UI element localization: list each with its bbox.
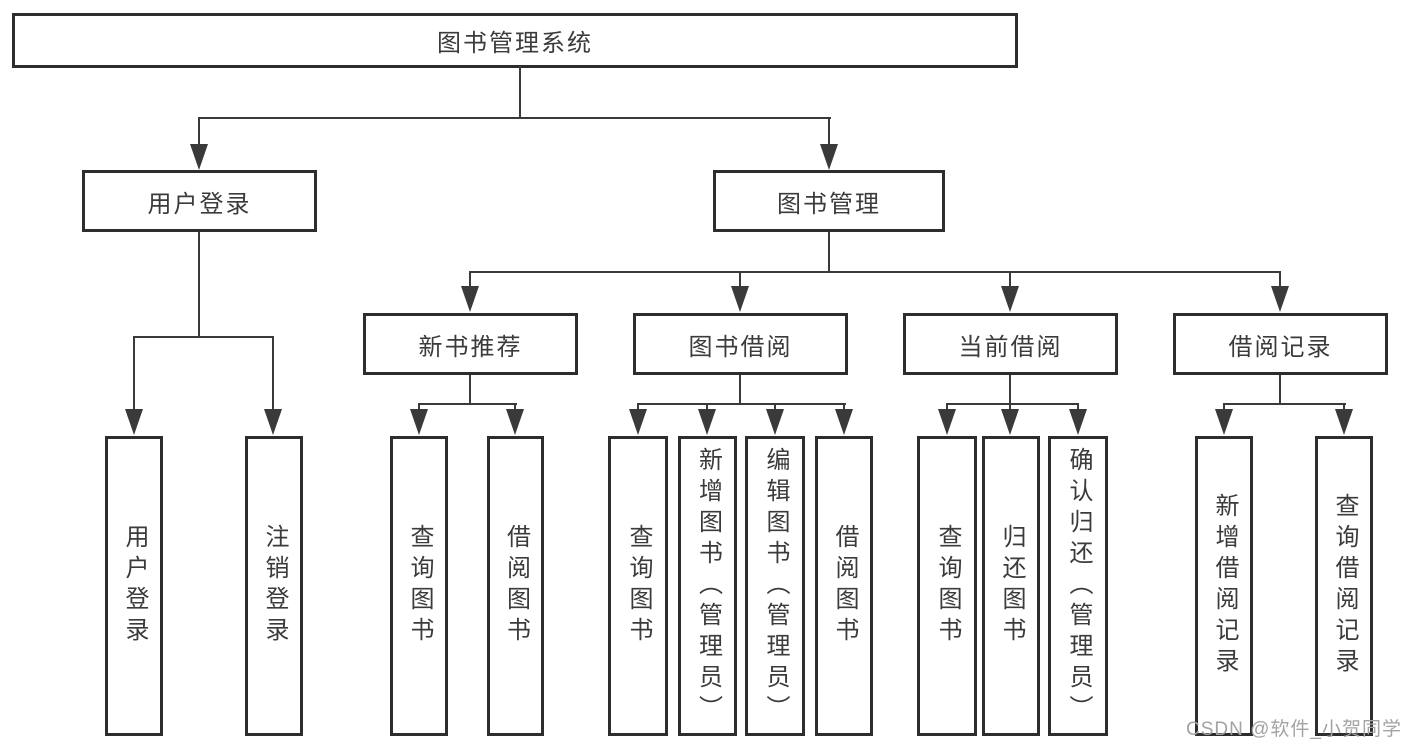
node-label: 查询图书 (625, 524, 652, 648)
node-label: 借阅图书 (831, 524, 858, 648)
connector-drop (637, 403, 639, 411)
arrowhead-leaf (506, 409, 524, 435)
node-book-borrowing: 图书借阅 (633, 313, 848, 375)
node-label: 归还图书 (998, 524, 1025, 648)
node-label: 当前借阅 (958, 333, 1063, 361)
leaf-add-borrow-record: 新增借阅记录 (1195, 436, 1253, 736)
node-label: 确认归还（管理员） (1065, 446, 1092, 726)
connector-drop-leaf-logout (272, 336, 274, 410)
node-label: 新增图书（管理员） (694, 446, 722, 726)
connector-new-book-recommend-stub (469, 375, 471, 405)
node-label: 用户登录 (147, 190, 252, 218)
arrowhead-leaf (835, 409, 853, 435)
arrowhead-leaf (629, 409, 647, 435)
arrowhead-leaf-user-login (125, 409, 143, 435)
arrowhead-new-book-recommend (461, 286, 479, 312)
arrowhead-leaf (1069, 409, 1087, 435)
connector-new-book-recommend-hline (418, 403, 517, 405)
leaf-query-books-current: 查询图书 (917, 436, 977, 736)
arrowhead-leaf (1215, 409, 1233, 435)
arrowhead-leaf (1001, 409, 1019, 435)
connector-root-hline (198, 117, 831, 119)
connector-drop-leaf-user-login (133, 336, 135, 410)
connector-drop (706, 403, 708, 411)
connector-borrowing-records-stub (1279, 375, 1281, 405)
arrowhead-leaf (938, 409, 956, 435)
arrowhead-leaf (766, 409, 784, 435)
node-borrowing-records: 借阅记录 (1173, 313, 1388, 375)
node-label: 新增借阅记录 (1211, 493, 1238, 679)
node-current-borrowing: 当前借阅 (903, 313, 1118, 375)
connector-drop (843, 403, 845, 411)
connector-drop-current-borrowing (1009, 271, 1011, 287)
connector-current-borrowing-stub (1009, 375, 1011, 405)
connector-drop (774, 403, 776, 411)
node-label: 图书管理 (777, 190, 881, 218)
arrowhead-leaf (1335, 409, 1353, 435)
node-label: 图书借阅 (688, 333, 793, 361)
connector-drop (1343, 403, 1345, 411)
connector-book-borrowing-stub (739, 375, 741, 405)
node-user-login: 用户登录 (82, 170, 317, 232)
arrowhead-user-login (190, 144, 208, 170)
leaf-borrow-books-borrowing: 借阅图书 (815, 436, 873, 736)
arrowhead-book-borrowing (731, 286, 749, 312)
connector-user-login-hline (133, 336, 274, 338)
connector-drop (946, 403, 948, 411)
connector-drop (514, 403, 516, 411)
connector-drop-user-login (198, 117, 200, 145)
connector-drop-borrowing-records (1279, 271, 1281, 287)
csdn-watermark: CSDN @软件_小贺同学 (1186, 719, 1402, 740)
arrowhead-leaf (698, 409, 716, 435)
leaf-borrow-books-recommend: 借阅图书 (487, 436, 544, 736)
node-label: 编辑图书（管理员） (762, 446, 789, 726)
node-new-book-recommend: 新书推荐 (363, 313, 578, 375)
connector-book-management-stub (828, 232, 830, 273)
leaf-query-books-borrowing: 查询图书 (608, 436, 668, 736)
leaf-return-book: 归还图书 (982, 436, 1040, 736)
leaf-confirm-return-admin: 确认归还（管理员） (1048, 436, 1108, 736)
connector-drop (1223, 403, 1225, 411)
node-book-management: 图书管理 (713, 170, 945, 232)
node-label: 新书推荐 (418, 333, 523, 361)
node-label: 图书管理系统 (437, 30, 593, 57)
arrowhead-leaf (410, 409, 428, 435)
leaf-add-book-admin: 新增图书（管理员） (678, 436, 737, 736)
arrowhead-borrowing-records (1271, 286, 1289, 312)
connector-book-management-hline (469, 271, 1281, 273)
connector-root-stub (519, 66, 521, 119)
leaf-query-books-recommend: 查询图书 (390, 436, 448, 736)
node-label: 查询图书 (934, 524, 961, 648)
node-label: 借阅图书 (502, 524, 530, 648)
leaf-query-borrow-record: 查询借阅记录 (1315, 436, 1373, 736)
node-label: 查询图书 (406, 524, 433, 648)
connector-borrowing-records-hline (1223, 403, 1346, 405)
connector-drop (418, 403, 420, 411)
connector-drop-book-borrowing (739, 271, 741, 287)
leaf-user-login: 用户登录 (105, 436, 163, 736)
connector-current-borrowing-hline (946, 403, 1079, 405)
arrowhead-book-management (820, 144, 838, 170)
leaf-logout: 注销登录 (245, 436, 303, 736)
node-label: 注销登录 (261, 524, 288, 648)
node-label: 查询借阅记录 (1331, 493, 1358, 679)
connector-drop (1077, 403, 1079, 411)
connector-drop (1009, 403, 1011, 411)
arrowhead-leaf-logout (264, 409, 282, 435)
connector-user-login-stub (198, 232, 200, 338)
node-library-management-system: 图书管理系统 (12, 13, 1018, 68)
node-label: 用户登录 (121, 524, 148, 648)
arrowhead-current-borrowing (1001, 286, 1019, 312)
connector-drop-new-book-recommend (469, 271, 471, 287)
leaf-edit-book-admin: 编辑图书（管理员） (745, 436, 805, 736)
connector-book-borrowing-hline (637, 403, 846, 405)
connector-drop-book-management (828, 117, 830, 145)
node-label: 借阅记录 (1228, 333, 1333, 361)
